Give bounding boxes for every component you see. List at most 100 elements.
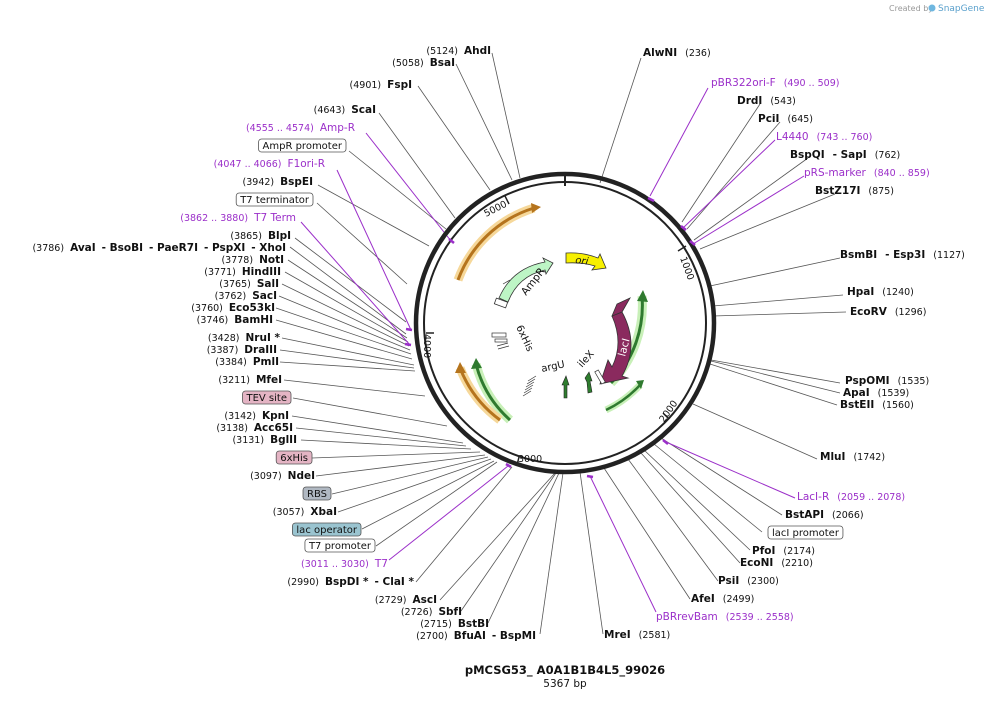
label-part: (4047 .. 4066) xyxy=(214,159,282,170)
label-part: (4901) xyxy=(350,80,382,91)
credit-prefix: Created by xyxy=(889,4,933,13)
map-label-mrei: MreI(2581) xyxy=(604,629,670,641)
his-mark-1 xyxy=(491,332,507,338)
left-green-arrowhead xyxy=(471,358,482,369)
argu-label: argU xyxy=(540,359,566,375)
map-label-alwni: AlwNI(236) xyxy=(643,47,711,59)
label-part: SacI xyxy=(252,290,277,302)
map-label-bstbi: BstBI(2715) xyxy=(420,618,489,630)
label-part: (2499) xyxy=(723,594,755,605)
label-part: BstAPI xyxy=(785,509,824,521)
prom-green-arrowhead xyxy=(636,380,644,389)
label-part: (1240) xyxy=(882,287,914,298)
label-box xyxy=(258,138,347,153)
map-label-bspqi: BspQI- SapI(762) xyxy=(790,149,900,161)
label-part: (3387) xyxy=(207,345,239,356)
tick-3000: 3000 xyxy=(518,454,542,465)
map-label-eco53ki: Eco53kI(3760) xyxy=(191,302,275,314)
box-label-text: T7 terminator xyxy=(239,195,310,206)
label-box xyxy=(767,525,844,540)
label-part: AlwNI xyxy=(643,47,677,59)
label-part: (3011 .. 3030) xyxy=(301,559,369,570)
map-label-sali: SalI(3765) xyxy=(219,278,279,290)
map-label-nrui: NruI *(3428) xyxy=(208,332,281,344)
map-label-laciprom: lacI promoter xyxy=(767,525,844,540)
argu-feature xyxy=(561,375,570,399)
map-label-t7prom: T7 promoter xyxy=(304,538,376,553)
map-label-pmli: PmlI(3384) xyxy=(215,356,279,368)
label-part: (3778) xyxy=(221,255,253,266)
label-part: (2715) xyxy=(420,619,452,630)
label-part: (762) xyxy=(875,150,901,161)
map-label-mfei: MfeI(3211) xyxy=(218,374,282,386)
enzyme-leader-lines xyxy=(275,52,847,635)
label-part: (3142) xyxy=(224,411,256,422)
label-part: BspDI * xyxy=(325,576,369,588)
map-label-t7termp: T7 Term(3862 .. 3880) xyxy=(180,212,296,224)
label-part: T7 xyxy=(374,558,388,570)
laci-feature xyxy=(599,311,632,385)
label-part: (3428) xyxy=(208,333,240,344)
ring-ticks: 1000 2000 3000 4000 5000 xyxy=(421,195,696,466)
label-part: (2210) xyxy=(781,558,813,569)
label-part: (3131) xyxy=(232,435,264,446)
ori-feature xyxy=(565,252,607,271)
map-label-bamhi: BamHI(3746) xyxy=(197,314,273,326)
label-part: PspOMI xyxy=(845,375,890,387)
label-box xyxy=(292,522,362,537)
primer-leader-lines xyxy=(300,87,805,613)
label-part: (3765) xyxy=(219,279,251,290)
left-labels: AhdI(5124)BsaI(5058)FspI(4901)ScaI(4643)… xyxy=(32,45,536,642)
label-part: NotI xyxy=(259,254,284,266)
sixxhis-label: 6xHis xyxy=(513,324,535,354)
label-part: XbaI xyxy=(310,506,337,518)
label-part: (5058) xyxy=(392,58,424,69)
label-part: (743 .. 760) xyxy=(817,132,873,143)
label-part: - BsoBI xyxy=(102,242,143,254)
map-label-prsmarker: pRS-marker(840 .. 859) xyxy=(804,167,930,179)
label-part: (3746) xyxy=(197,315,229,326)
label-part: L4440 xyxy=(776,131,809,143)
snapgene-credit: Created by SnapGene xyxy=(889,4,985,14)
label-part: - PspXI xyxy=(204,242,245,254)
amp-outer-arrowhead xyxy=(531,203,541,213)
label-part: HpaI xyxy=(847,286,874,298)
laci-head xyxy=(611,297,631,317)
primer-ring-marks xyxy=(404,196,696,479)
label-part: HindIII xyxy=(242,266,281,278)
label-part: F1ori-R xyxy=(288,158,325,170)
map-label-lacir: LacI-R(2059 .. 2078) xyxy=(797,491,905,503)
map-label-sbfi: SbfI(2726) xyxy=(401,606,462,618)
laci-promoter-mark xyxy=(594,369,606,385)
map-label-pfoi: PfoI(2174) xyxy=(752,545,815,557)
laci-label: lacI xyxy=(616,337,632,358)
map-label-pbrrevbam: pBRrevBam(2539 .. 2558) xyxy=(656,611,794,623)
map-label-t7term: T7 terminator xyxy=(235,192,314,207)
map-label-bsmbi: BsmBI- Esp3I(1127) xyxy=(840,249,965,261)
map-label-asci: AscI(2729) xyxy=(375,594,437,606)
label-part: Eco53kI xyxy=(229,302,275,314)
map-label-hindiii: HindIII(3771) xyxy=(204,266,281,278)
snapgene-logo-icon xyxy=(928,4,936,12)
map-label-pcii: PciI(645) xyxy=(758,113,813,125)
feature-arcs xyxy=(453,203,648,424)
right-labels: AlwNI(236)pBR322ori-F(490 .. 509)DrdI(54… xyxy=(604,47,965,641)
label-part: MfeI xyxy=(256,374,282,386)
box-label-text: lacI promoter xyxy=(772,528,840,539)
label-part: (2729) xyxy=(375,595,407,606)
label-part: (2581) xyxy=(639,630,671,641)
label-part: (3786) xyxy=(32,243,64,254)
label-part: pBRrevBam xyxy=(656,611,718,623)
label-part: FspI xyxy=(387,79,412,91)
plasmid-length: 5367 bp xyxy=(543,678,587,690)
map-label-kpni: KpnI(3142) xyxy=(224,410,289,422)
map-label-xbai: XbaI (3057) xyxy=(273,506,337,518)
label-part: (3057) xyxy=(273,507,305,518)
label-part: - BspMI xyxy=(492,630,536,642)
label-part: BstZ17I xyxy=(815,185,860,197)
map-label-bglii: BglII(3131) xyxy=(232,434,297,446)
mcs-hatch-lines xyxy=(496,279,537,397)
label-part: AfeI xyxy=(691,593,715,605)
plasmid-backbone xyxy=(413,171,717,475)
